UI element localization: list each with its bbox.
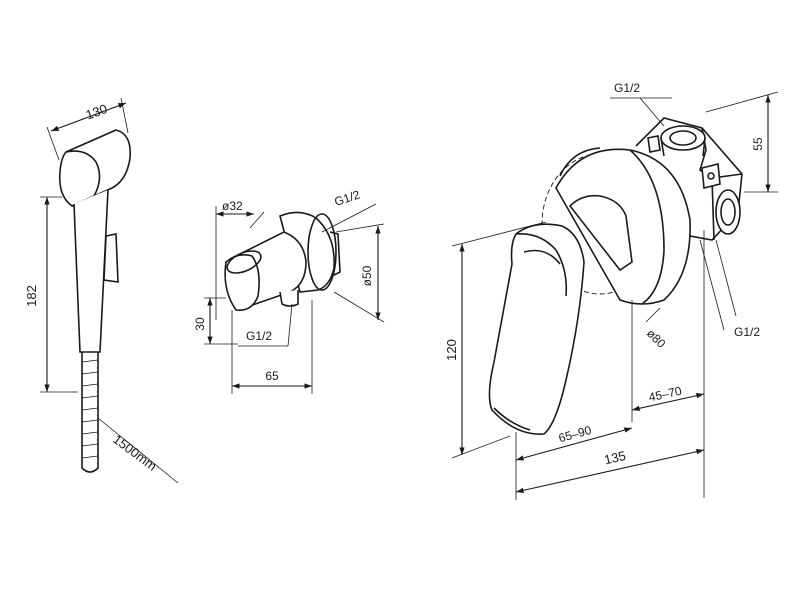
dim-mixer-total-depth: 135 xyxy=(603,448,628,467)
dim-hand-shower-height: 182 xyxy=(24,285,39,307)
mixer-valve-body xyxy=(635,117,743,241)
hose-length-label: 1500mm xyxy=(110,431,159,473)
mixer-boss xyxy=(568,194,633,272)
dim-mixer-lever-depth: 65–90 xyxy=(557,423,593,445)
dim-hand-shower-width: 130 xyxy=(84,101,110,123)
wall-outlet-rosette xyxy=(279,211,335,293)
dim-mixer-height: 120 xyxy=(444,339,459,361)
mixer-lever xyxy=(488,223,585,435)
wall-outlet: ø32 G1/2 ø50 30 G1/2 65 xyxy=(193,187,385,394)
hand-shower-trigger xyxy=(103,233,119,283)
concealed-mixer: G1/2 55 120 ø80 G1/2 45–70 65–90 135 xyxy=(444,81,779,500)
dim-outlet-offset: 30 xyxy=(193,317,207,331)
dim-outlet-diameter: ø32 xyxy=(222,199,243,213)
dim-mixer-install-depth: 45–70 xyxy=(647,384,683,405)
dim-outlet-flange: ø50 xyxy=(360,265,374,286)
shower-hose xyxy=(81,352,99,473)
mixer-thread-side-label: G1/2 xyxy=(734,325,760,339)
hand-shower-head xyxy=(58,129,132,207)
outlet-thread-bottom-label: G1/2 xyxy=(246,329,272,343)
dim-mixer-rosette: ø80 xyxy=(644,326,669,351)
outlet-thread-top-label: G1/2 xyxy=(333,187,362,208)
hand-shower-handle xyxy=(73,189,109,353)
hand-shower: 130 182 1500mm xyxy=(24,97,179,484)
mixer-thread-top-label: G1/2 xyxy=(614,81,640,95)
wall-outlet-thread xyxy=(279,290,299,307)
dim-outlet-depth: 65 xyxy=(265,369,279,383)
dim-mixer-top-height: 55 xyxy=(751,137,765,151)
